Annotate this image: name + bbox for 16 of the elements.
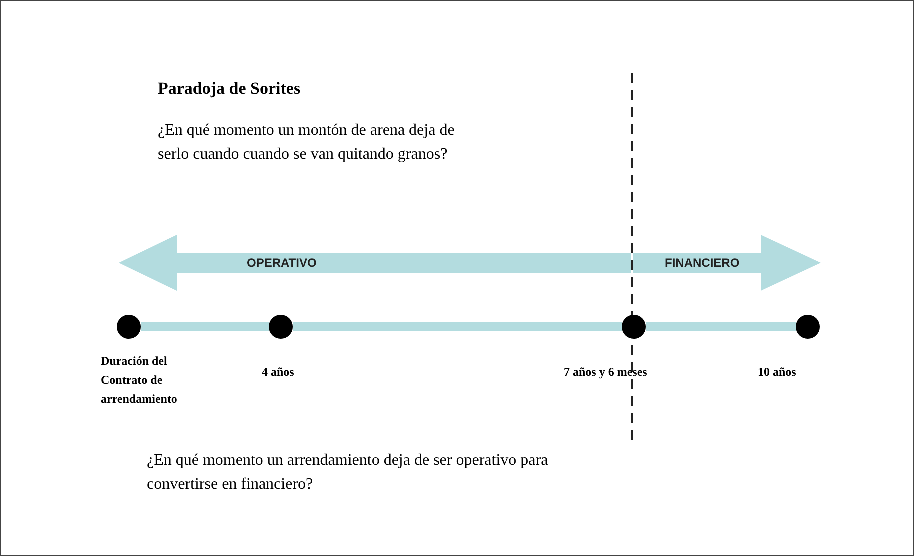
block-arrow-band: OPERATIVO [119, 235, 631, 291]
timeline-label: 7 años y 6 meses [564, 364, 648, 381]
timeline-dot [796, 315, 820, 339]
timeline-dot [269, 315, 293, 339]
timeline-segment [646, 322, 796, 332]
timeline-label: Duración del Contrato de arrendamiento [101, 353, 178, 408]
question-text: ¿En qué momento un arrendamiento deja de ser operativo para convertirse en financiero? [147, 451, 550, 495]
timeline-label: 10 años [758, 364, 796, 381]
timeline-label: 4 años [262, 364, 294, 381]
timeline-dot [117, 315, 141, 339]
timeline-dot [622, 315, 646, 339]
title: Paradoja de Sorites [158, 79, 301, 99]
timeline-segment [293, 322, 622, 332]
block-arrow-band: FINANCIERO [633, 235, 821, 291]
timeline-segment [141, 322, 269, 332]
question-text: ¿En qué momento un montón de arena deja de serlo cuando cuando se van quitando granos? [158, 121, 456, 165]
